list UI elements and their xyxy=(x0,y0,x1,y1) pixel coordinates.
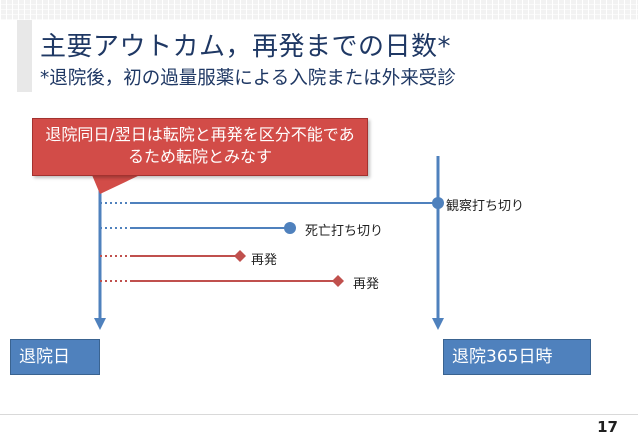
start-axis-arrowhead xyxy=(94,318,106,330)
end-axis-arrowhead xyxy=(432,318,444,330)
event-4-diamond-marker xyxy=(332,275,344,287)
event-2-circle-marker xyxy=(284,222,296,234)
event-4-label: 再発 xyxy=(353,277,380,292)
page-number: 17 xyxy=(597,418,618,436)
callout-text: 退院同日/翌日は転院と再発を区分不能であるため転院とみなす xyxy=(45,125,355,166)
title-accent-bar xyxy=(17,20,32,92)
discharge-day-box: 退院日 xyxy=(10,339,100,375)
callout-pointer xyxy=(92,175,140,194)
top-decor-texture xyxy=(0,0,638,20)
slide-subtitle: *退院後，初の過量服薬による入院または外来受診 xyxy=(40,68,456,89)
discharge-365-box: 退院365日時 xyxy=(443,339,591,375)
event-1-circle-marker xyxy=(432,197,444,209)
event-1-label: 観察打ち切り xyxy=(446,199,525,214)
footer-divider xyxy=(0,414,638,415)
event-3-diamond-marker xyxy=(234,250,246,262)
event-3-label: 再発 xyxy=(251,253,278,268)
event-2-label: 死亡打ち切り xyxy=(305,224,384,239)
callout-box: 退院同日/翌日は転院と再発を区分不能であるため転院とみなす xyxy=(32,118,368,176)
slide-title: 主要アウトカム，再発までの日数* xyxy=(40,32,452,62)
